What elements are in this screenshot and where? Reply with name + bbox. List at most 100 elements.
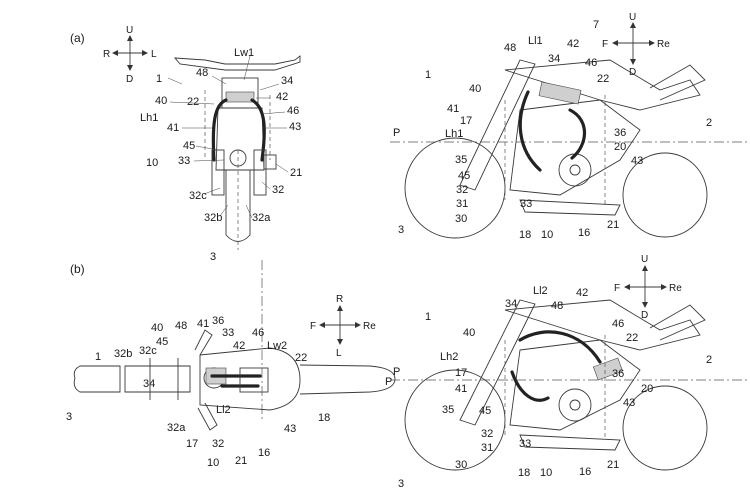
label-10: 10 bbox=[540, 467, 552, 479]
label-33: 33 bbox=[178, 155, 190, 167]
label-21: 21 bbox=[290, 167, 302, 179]
label-34: 34 bbox=[505, 298, 517, 310]
label-lw1: Lw1 bbox=[234, 47, 254, 59]
label-16: 16 bbox=[258, 447, 270, 459]
direction-indicator-a-side: U D F Re bbox=[602, 12, 670, 78]
label-1: 1 bbox=[425, 69, 431, 81]
label-36: 36 bbox=[612, 368, 624, 380]
panel-a-label: (a) bbox=[70, 31, 85, 45]
label-22: 22 bbox=[295, 352, 307, 364]
side-view-labels-b: Ll2 34 48 42 1 40 46 22 Lh2 2 P 17 36 41… bbox=[393, 285, 712, 490]
dir-right-label: Re bbox=[363, 321, 376, 332]
label-34: 34 bbox=[281, 75, 293, 87]
label-46: 46 bbox=[252, 327, 264, 339]
label-3: 3 bbox=[66, 411, 72, 423]
label-42: 42 bbox=[576, 287, 588, 299]
dir-down-label: L bbox=[336, 348, 342, 359]
label-43: 43 bbox=[284, 423, 296, 435]
label-18: 18 bbox=[519, 229, 531, 241]
label-lh1: Lh1 bbox=[445, 128, 463, 140]
label-lw2: Lw2 bbox=[267, 340, 287, 352]
label-41: 41 bbox=[447, 103, 459, 115]
label-40: 40 bbox=[151, 322, 163, 334]
label-40: 40 bbox=[155, 95, 167, 107]
label-30: 30 bbox=[455, 213, 467, 225]
dir-right-label: L bbox=[151, 49, 157, 60]
label-45: 45 bbox=[156, 336, 168, 348]
label-41: 41 bbox=[455, 383, 467, 395]
label-lh1: Lh1 bbox=[140, 112, 158, 124]
label-30: 30 bbox=[455, 459, 467, 471]
label-21: 21 bbox=[235, 455, 247, 467]
label-18: 18 bbox=[518, 467, 530, 479]
label-33: 33 bbox=[520, 198, 532, 210]
label-48: 48 bbox=[196, 67, 208, 79]
label-32a: 32a bbox=[167, 422, 186, 434]
label-32: 32 bbox=[272, 184, 284, 196]
label-10: 10 bbox=[207, 457, 219, 469]
label-22: 22 bbox=[626, 332, 638, 344]
top-view-motorcycle-b bbox=[73, 260, 396, 431]
label-34: 34 bbox=[548, 53, 560, 65]
label-p: P bbox=[393, 127, 400, 139]
label-42: 42 bbox=[233, 340, 245, 352]
label-31: 31 bbox=[456, 198, 468, 210]
label-35: 35 bbox=[455, 154, 467, 166]
label-p: P bbox=[385, 376, 392, 388]
label-32a: 32a bbox=[252, 212, 271, 224]
label-32: 32 bbox=[456, 184, 468, 196]
label-22: 22 bbox=[187, 96, 199, 108]
label-10: 10 bbox=[146, 157, 158, 169]
label-1: 1 bbox=[425, 311, 431, 323]
label-18: 18 bbox=[318, 412, 330, 424]
label-32: 32 bbox=[212, 438, 224, 450]
label-17: 17 bbox=[455, 367, 467, 379]
label-lh2: Lh2 bbox=[440, 351, 458, 363]
label-36: 36 bbox=[614, 127, 626, 139]
label-42: 42 bbox=[276, 91, 288, 103]
label-32c: 32c bbox=[189, 190, 207, 202]
dir-left-label: R bbox=[103, 49, 110, 60]
dir-down-label: D bbox=[641, 310, 648, 321]
label-3: 3 bbox=[210, 251, 216, 263]
label-31: 31 bbox=[481, 442, 493, 454]
top-view-labels-b: 40 48 41 36 33 46 Lw2 22 1 32b 32c 45 42… bbox=[66, 315, 392, 469]
label-48: 48 bbox=[504, 42, 516, 54]
label-34: 34 bbox=[143, 378, 155, 390]
label-1: 1 bbox=[156, 73, 162, 85]
label-43: 43 bbox=[289, 121, 301, 133]
direction-indicator-b-side: U D F Re bbox=[614, 254, 682, 321]
label-46: 46 bbox=[612, 318, 624, 330]
dir-left-label: F bbox=[614, 283, 620, 294]
label-46: 46 bbox=[287, 105, 299, 117]
dir-up-label: R bbox=[336, 294, 343, 305]
dir-up-label: U bbox=[629, 12, 636, 23]
label-40: 40 bbox=[463, 327, 475, 339]
side-view-motorcycle-b bbox=[390, 299, 748, 471]
side-view-motorcycle-a bbox=[390, 59, 748, 239]
label-35: 35 bbox=[442, 404, 454, 416]
label-41: 41 bbox=[167, 122, 179, 134]
dir-up-label: U bbox=[126, 25, 133, 36]
label-21: 21 bbox=[607, 459, 619, 471]
label-20: 20 bbox=[614, 141, 626, 153]
label-32c: 32c bbox=[139, 345, 157, 357]
dir-down-label: D bbox=[126, 74, 133, 85]
label-32: 32 bbox=[481, 428, 493, 440]
label-1: 1 bbox=[95, 351, 101, 363]
label-2: 2 bbox=[706, 354, 712, 366]
dir-down-label: D bbox=[629, 67, 636, 78]
label-46: 46 bbox=[585, 57, 597, 69]
dir-right-label: Re bbox=[669, 283, 682, 294]
label-41: 41 bbox=[197, 318, 209, 330]
label-33: 33 bbox=[519, 438, 531, 450]
label-20: 20 bbox=[641, 383, 653, 395]
label-40: 40 bbox=[469, 83, 481, 95]
label-21: 21 bbox=[607, 219, 619, 231]
label-22: 22 bbox=[597, 73, 609, 85]
direction-indicator-b-top: R L F Re bbox=[310, 294, 376, 359]
label-45: 45 bbox=[458, 170, 470, 182]
label-48: 48 bbox=[175, 320, 187, 332]
label-43: 43 bbox=[623, 397, 635, 409]
